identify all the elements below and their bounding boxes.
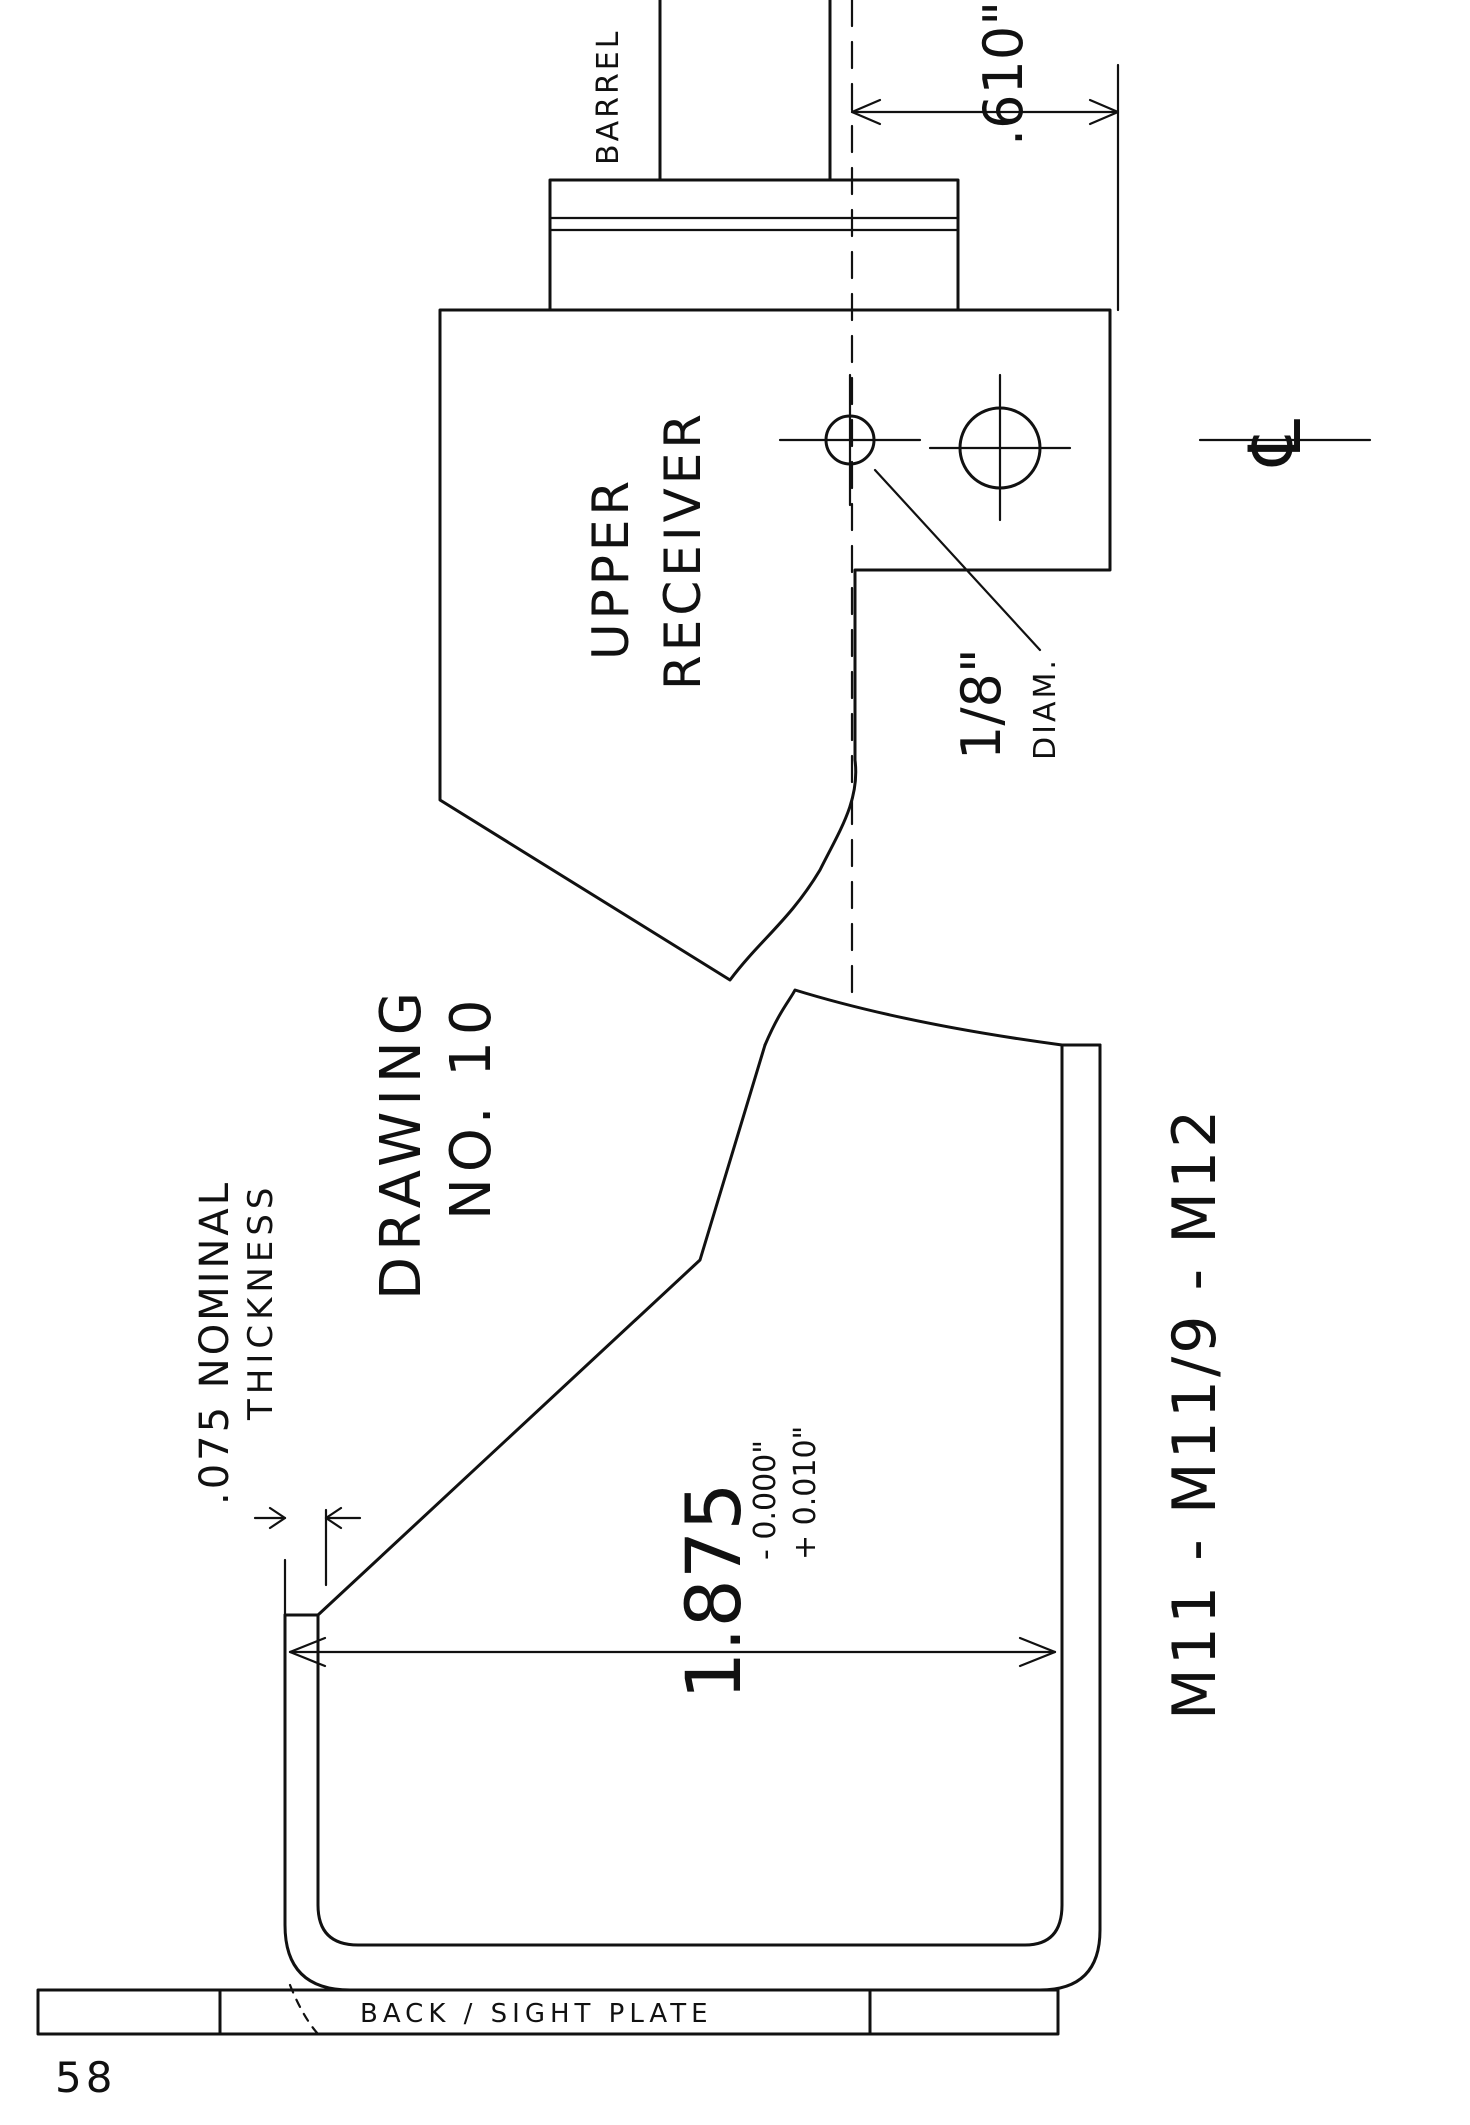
dimension-thickness: [253, 1506, 362, 1617]
large-hole: [928, 373, 1072, 522]
page-number: 58: [55, 2053, 116, 2102]
receiver-label-line1: UPPER: [582, 477, 640, 660]
width-dimension-label: 1.875: [669, 1482, 758, 1700]
offset-dimension-label: .610": [972, 1, 1035, 146]
hole-diam-label: DIAM.: [1028, 657, 1063, 760]
tolerance-plus: + 0.010": [788, 1426, 823, 1560]
sight-blade-outline: [283, 988, 1102, 1992]
upper-receiver-outline: [438, 308, 1112, 982]
hole-size-label: 1/8": [950, 648, 1013, 760]
title-line2: NO. 10: [439, 993, 504, 1220]
barrel: [658, 0, 832, 182]
barrel-sleeve: [548, 178, 960, 312]
back-sight-plate-label: BACK / SIGHT PLATE: [360, 1999, 713, 2029]
small-hole: [778, 373, 922, 507]
barrel-label: BARREL: [591, 29, 626, 165]
dimension-width: [288, 1636, 1057, 1668]
dimension-offset: [850, 63, 1120, 312]
thickness-label-line1: .075 NOMINAL: [192, 1180, 238, 1505]
model-designations: M11 - M11/9 - M12: [1160, 1107, 1230, 1720]
receiver-label-line2: RECEIVER: [654, 410, 712, 690]
hole-leader-line: [873, 468, 1042, 652]
tolerance-minus: - 0.000": [748, 1440, 783, 1560]
title-line1: DRAWING: [369, 986, 434, 1300]
centerline-symbol: ℄: [1233, 419, 1317, 467]
thickness-label-line2: THICKNESS: [241, 1183, 281, 1421]
back-sight-plate: [36, 1983, 1060, 2036]
